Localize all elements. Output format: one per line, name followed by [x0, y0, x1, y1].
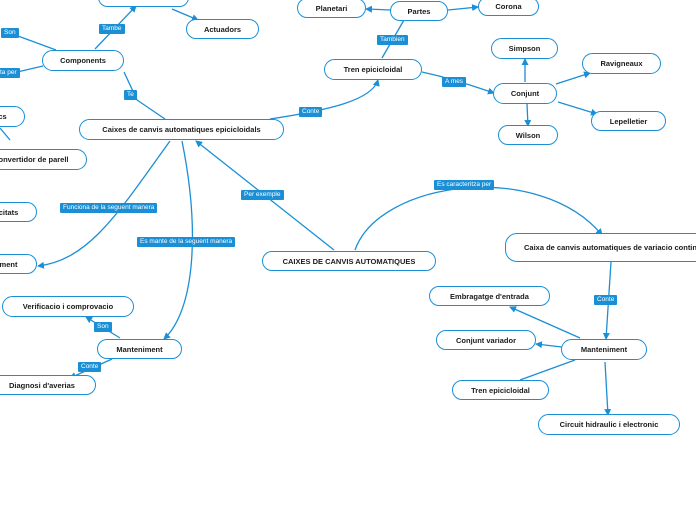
label-son-2: Son [94, 322, 112, 332]
edge-mant-conjuntvar [535, 341, 563, 349]
node-epicicloidal[interactable]: Caixes de canvis automatiques epicicloid… [79, 119, 284, 140]
label-ta-per: ta per [0, 68, 20, 78]
node-ravigneaux[interactable]: Ravigneaux [582, 53, 661, 74]
node-partes[interactable]: Partes [390, 1, 448, 21]
node-conjunt[interactable]: Conjunt [493, 83, 557, 104]
label-es-mante: Es mante de la seguent manera [137, 237, 236, 247]
label-te: Te [124, 90, 137, 100]
node-embragatge[interactable]: Embragatge d'entrada [429, 286, 550, 306]
edge-conjunt-lepelletier [557, 101, 598, 116]
edge-conjunt-wilson [524, 103, 532, 127]
node-top-partial[interactable] [98, 0, 189, 7]
node-corona[interactable]: Corona [478, 0, 539, 16]
root-node[interactable]: CAIXES DE CANVIS AUTOMATIQUES [262, 251, 436, 271]
node-convertidor[interactable]: onvertidor de parell [0, 149, 87, 170]
edge-epicicloidal-tren [269, 79, 380, 120]
node-manteniment-right[interactable]: Manteniment [561, 339, 647, 360]
label-son-top: Son [1, 28, 19, 38]
edge-top-actuadors [171, 8, 199, 21]
label-es-caracteritza: Es caracteritza per [434, 180, 495, 190]
node-diagnosi[interactable]: Diagnosi d'averias [0, 375, 96, 395]
label-conte-1: Conte [299, 107, 323, 117]
node-planetari[interactable]: Planetari [297, 0, 366, 18]
node-wilson[interactable]: Wilson [498, 125, 558, 145]
edge-mant-embragatge [509, 306, 581, 339]
node-ment[interactable]: ment [0, 254, 37, 274]
edge-components-son [17, 35, 57, 51]
label-tambe: Tambe [99, 24, 125, 34]
edge-partes-corona [447, 4, 479, 12]
node-simpson[interactable]: Simpson [491, 38, 558, 59]
node-tren-epicicloidal[interactable]: Tren epicicloidal [324, 59, 422, 80]
edge-funciona [37, 140, 171, 269]
label-a-mes: A mes [442, 77, 467, 87]
node-conjunt-variador[interactable]: Conjunt variador [436, 330, 536, 350]
node-tren-epicicloidal-2[interactable]: Tren epicicloidal [452, 380, 549, 400]
node-left-cs[interactable]: cs [0, 106, 25, 127]
edge-epicicloidal-components [123, 71, 166, 120]
label-funciona: Funciona de la seguent manera [60, 203, 158, 213]
edge-mant-circuit [604, 361, 612, 416]
node-citats[interactable]: citats [0, 202, 37, 222]
edge-left-cs [0, 127, 11, 141]
edge-esmante [163, 140, 194, 340]
node-lepelletier[interactable]: Lepelletier [591, 111, 666, 131]
label-per-exemple: Per exemple [241, 190, 284, 200]
edge-partes-planetari [365, 5, 392, 13]
edge-mant-tren2 [519, 359, 576, 381]
node-components[interactable]: Components [42, 50, 124, 71]
node-verificacio[interactable]: Verificacio i comprovacio [2, 296, 134, 317]
edge-conjunt-ravigneaux [555, 71, 591, 85]
node-manteniment-left[interactable]: Manteniment [97, 339, 182, 359]
node-variacio[interactable]: Caixa de canvis automatiques de variacio… [505, 233, 696, 262]
node-actuadors[interactable]: Actuadors [186, 19, 259, 39]
label-conte-3: Conte [594, 295, 618, 305]
label-tambien: Tambien [377, 35, 408, 45]
label-conte-2: Conte [78, 362, 102, 372]
node-circuit[interactable]: Circuit hidraulic i electronic [538, 414, 680, 435]
